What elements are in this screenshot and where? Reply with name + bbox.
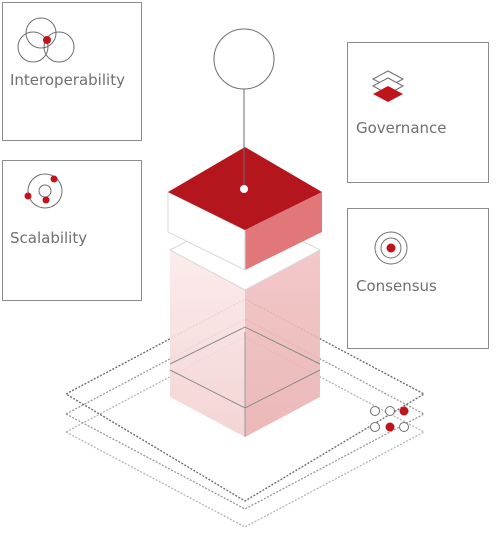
node-dots-grid [370, 406, 409, 432]
governance-label: Governance [356, 119, 447, 137]
scalability-label: Scalability [10, 229, 88, 247]
pillar-right-face [245, 250, 320, 437]
orbit-nodes-icon [24, 173, 63, 209]
venn-three-circles-icon [17, 17, 75, 63]
node-dot [370, 422, 380, 432]
base-plane-layers [64, 298, 426, 528]
pillar-inner-edge [169, 369, 321, 409]
concentric-target-icon [374, 231, 408, 265]
pillar-plane-edge [169, 326, 321, 365]
interoperability-card: Interoperability [2, 2, 142, 141]
node-dot [399, 422, 409, 432]
governance-card: Governance [347, 42, 489, 183]
scalability-card: Scalability [2, 160, 142, 301]
node-dot-active [399, 406, 409, 416]
interoperability-label: Interoperability [10, 71, 125, 89]
pillar-left-face [170, 250, 245, 437]
consensus-card: Consensus [347, 208, 489, 349]
top-balloon-circle [213, 28, 275, 90]
red-block-right-face [245, 192, 322, 270]
base-plane-top [64, 298, 426, 502]
connector-node-dot [240, 185, 248, 193]
node-dot [385, 406, 395, 416]
node-dot-active [385, 422, 395, 432]
consensus-label: Consensus [356, 277, 437, 295]
stacked-layers-icon [371, 70, 405, 102]
node-dot [370, 406, 380, 416]
